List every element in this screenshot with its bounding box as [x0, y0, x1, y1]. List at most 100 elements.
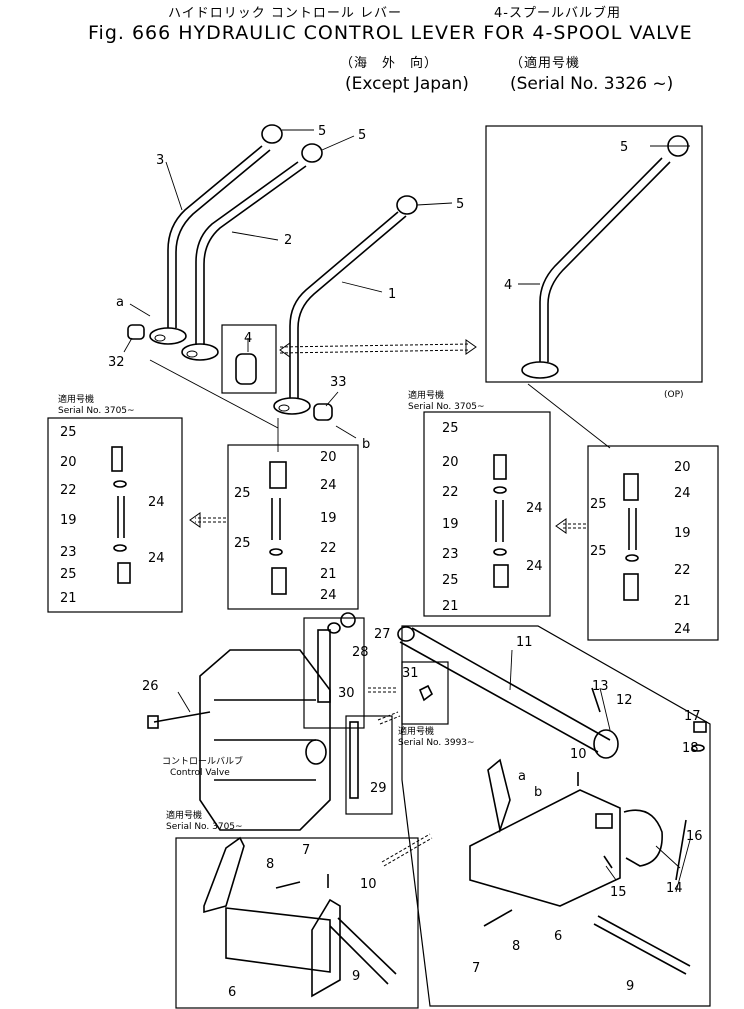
callout-24-r2: 24: [526, 559, 543, 574]
callout-24-c1: 24: [320, 478, 337, 493]
callout-23-r: 23: [442, 547, 459, 562]
rod-assembly-box-far-right: [587, 445, 719, 641]
callout-12: 12: [616, 693, 633, 708]
callout-21-c: 21: [320, 567, 337, 582]
arrow-head-left: [279, 342, 291, 358]
note-jp-bottom: 適用号機: [166, 809, 202, 821]
rod-parts: [111, 446, 639, 601]
callout-24-l2: 24: [148, 551, 165, 566]
lever-2: [181, 161, 307, 361]
callout-24-f2: 24: [674, 622, 691, 637]
callout-5d: 5: [620, 140, 628, 155]
callout-25-f2: 25: [590, 544, 607, 559]
callout-24-r1: 24: [526, 501, 543, 516]
callout-28: 28: [352, 645, 369, 660]
callout-31: 31: [402, 666, 419, 681]
knobs: [261, 124, 418, 215]
callout-22-l: 22: [60, 483, 77, 498]
note-control-valve-jp: コントロールバルブ: [162, 755, 243, 767]
callout-25-c2: 25: [234, 536, 251, 551]
link-lines: [149, 359, 611, 452]
control-valve: [199, 649, 331, 831]
callout-7-l: 7: [302, 843, 310, 858]
callout-11: 11: [516, 635, 533, 650]
callout-25-f1: 25: [590, 497, 607, 512]
bolt-26: [147, 711, 211, 729]
callout-2: 2: [284, 233, 292, 248]
washer-28: [327, 622, 341, 634]
callout-14: 14: [666, 881, 683, 896]
arrow-head-right: [465, 339, 477, 355]
arrow-head-right-box: [555, 518, 567, 534]
callout-a-top: a: [116, 295, 124, 310]
bushing-inset-box: [221, 324, 277, 394]
rod-assembly-box-left: [47, 417, 183, 613]
callout-32: 32: [108, 355, 125, 370]
bracket-plate-b: [311, 898, 341, 998]
bolt-7-right: [483, 909, 513, 927]
pin-13: [591, 687, 601, 713]
note-serial-31: Serial No. 3993~: [398, 738, 475, 748]
double-arrow: [279, 343, 471, 354]
bracket-plate-a: [203, 836, 245, 914]
callout-21-r: 21: [442, 599, 459, 614]
serial-japanese: （適用号機: [510, 56, 581, 71]
callout-24-f1: 24: [674, 486, 691, 501]
callout-21-l: 21: [60, 591, 77, 606]
callout-b-top: b: [362, 437, 370, 452]
shaft-11: [397, 626, 611, 753]
callout-24-c2: 24: [320, 588, 337, 603]
callout-3: 3: [156, 153, 164, 168]
arrow-to-lower-assembly: [381, 833, 433, 867]
lower-assembly-frame: [401, 625, 711, 1007]
arrow-to-31-b: [377, 711, 401, 725]
bushing-32: [127, 324, 145, 340]
callout-a-bottom: a: [518, 769, 526, 784]
note-jp-left: 適用号機: [58, 393, 94, 405]
callout-19-r: 19: [442, 517, 459, 532]
callout-labels: 5 5 5 5 3 2 1 4 4 a 32 33 b (OP) 25 20 2…: [60, 124, 703, 1000]
callout-25-r1: 25: [442, 421, 459, 436]
washer-18: [691, 744, 705, 752]
figure-title: Fig. 666 HYDRAULIC CONTROL LEVER FOR 4-S…: [88, 22, 693, 44]
serial-label: (Serial No. 3326 ~): [510, 74, 674, 94]
bolt-7-left: [275, 881, 301, 889]
bearing-14: [595, 813, 613, 829]
arrow-head-center-left: [189, 512, 201, 528]
lever-3: [149, 145, 271, 345]
bushing-33: [313, 403, 333, 421]
callout-22-f: 22: [674, 563, 691, 578]
callout-20-l: 20: [60, 455, 77, 470]
bushing-4: [235, 353, 257, 385]
callout-4-op: 4: [504, 278, 512, 293]
bracket-29: [349, 721, 359, 799]
callout-5a: 5: [318, 124, 326, 139]
callout-27: 27: [374, 627, 391, 642]
callout-20-c: 20: [320, 450, 337, 465]
lower-left-box: [175, 837, 419, 1009]
note-jp-31: 適用号機: [398, 725, 434, 737]
callout-5c: 5: [456, 197, 464, 212]
bracket-6-left: [225, 907, 331, 973]
callout-10-l: 10: [360, 877, 377, 892]
pin-15: [603, 855, 613, 869]
callout-25-l1: 25: [60, 425, 77, 440]
callout-7-r: 7: [472, 961, 480, 976]
callout-20-f: 20: [674, 460, 691, 475]
callout-19-l: 19: [60, 513, 77, 528]
callout-8-l: 8: [266, 857, 274, 872]
callout-1: 1: [388, 287, 396, 302]
leader-lines: [123, 129, 691, 893]
rod-assembly-box-center: [227, 444, 359, 610]
note-control-valve: Control Valve: [170, 768, 230, 778]
callout-17: 17: [684, 709, 701, 724]
note-serial-left: Serial No. 3705~: [58, 406, 135, 416]
callout-24-l1: 24: [148, 495, 165, 510]
callout-22-r: 22: [442, 485, 459, 500]
callout-18: 18: [682, 741, 699, 756]
note-jp-right: 適用号機: [408, 389, 444, 401]
callout-5b: 5: [358, 128, 366, 143]
nut-27: [340, 612, 356, 628]
callout-33: 33: [330, 375, 347, 390]
